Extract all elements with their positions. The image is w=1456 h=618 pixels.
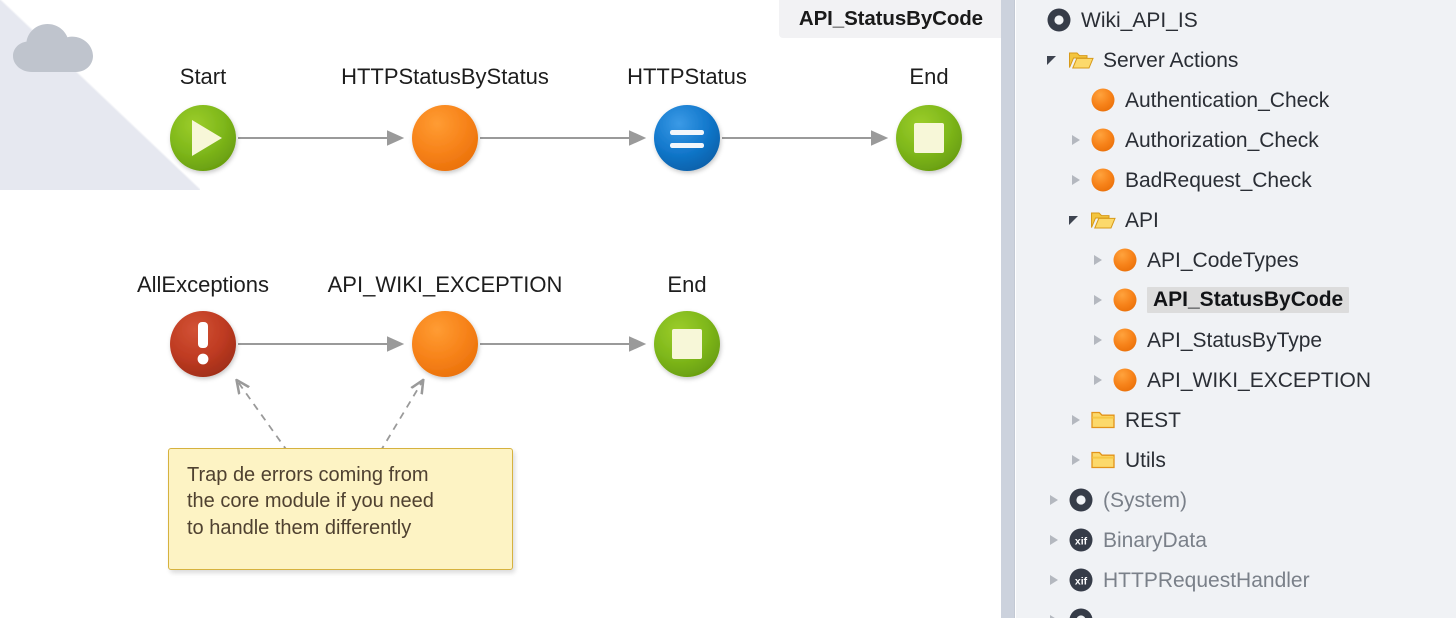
tree-item-httprequesthandler[interactable]: xif HTTPRequestHandler: [1016, 560, 1456, 600]
server-action-icon: [1112, 247, 1138, 273]
twisty-collapsed-icon[interactable]: [1090, 372, 1106, 388]
node-label-httpstatusbystatus: HTTPStatusByStatus: [341, 64, 549, 89]
tree-item-label: Authorization_Check: [1125, 128, 1319, 152]
node-label-allexceptions: AllExceptions: [136, 272, 270, 297]
folder-closed-icon: [1090, 407, 1116, 433]
twisty-collapsed-icon[interactable]: [1068, 452, 1084, 468]
tree-item-label: Utils: [1125, 448, 1166, 472]
annotation-note-text: Trap de errors coming from the core modu…: [187, 464, 434, 539]
tree-item-label: API_CodeTypes: [1147, 248, 1299, 272]
twisty-collapsed-icon[interactable]: [1068, 172, 1084, 188]
tree-item-label: API_StatusByType: [1147, 328, 1323, 352]
twisty-spacer: [1024, 12, 1040, 28]
folder-closed-icon: [1090, 447, 1116, 473]
tree-item-label: API: [1125, 208, 1159, 232]
tree-item-label: HTTPRequestHandler: [1103, 568, 1310, 592]
tree-item-api-wiki-exception[interactable]: API_WIKI_EXCEPTION: [1016, 360, 1456, 400]
tree-item-label: BadRequest_Check: [1125, 168, 1312, 192]
node-label-api-wiki-exception: API_WIKI_EXCEPTION: [327, 272, 563, 297]
module-ring-icon: [1068, 487, 1094, 513]
twisty-collapsed-icon[interactable]: [1090, 292, 1106, 308]
tree-item-authentication-check[interactable]: Authentication_Check: [1016, 80, 1456, 120]
server-action-icon: [1112, 287, 1138, 313]
tree-item-api-statusbytype[interactable]: API_StatusByType: [1016, 320, 1456, 360]
twisty-collapsed-icon[interactable]: [1046, 612, 1062, 618]
tree-item-label: REST: [1125, 408, 1182, 432]
xif-icon: xif: [1068, 527, 1094, 553]
node-label-end-main: End: [909, 64, 949, 89]
tree-item-authorization-check[interactable]: Authorization_Check: [1016, 120, 1456, 160]
node-label-start: Start: [179, 64, 227, 89]
tree-item-utils[interactable]: Utils: [1016, 440, 1456, 480]
svg-text:xif: xif: [1075, 576, 1088, 588]
editor-tab-active[interactable]: API_StatusByCode: [778, 0, 1001, 38]
twisty-collapsed-icon[interactable]: [1068, 412, 1084, 428]
node-allexceptions[interactable]: [170, 311, 236, 377]
twisty-collapsed-icon[interactable]: [1046, 532, 1062, 548]
server-action-icon: [1090, 87, 1116, 113]
tree-item--system-[interactable]: (System): [1016, 480, 1456, 520]
cloud-icon: [13, 24, 93, 72]
server-action-icon: [1112, 327, 1138, 353]
node-end-main[interactable]: [896, 105, 962, 171]
tree-item-api[interactable]: API: [1016, 200, 1456, 240]
tree-item-badrequest-check[interactable]: BadRequest_Check: [1016, 160, 1456, 200]
editor-tab-label: API_StatusByCode: [798, 7, 983, 30]
node-end-exception[interactable]: [654, 311, 720, 377]
tree-item-label: API_WIKI_EXCEPTION: [1147, 368, 1372, 392]
twisty-collapsed-icon[interactable]: [1068, 132, 1084, 148]
twisty-collapsed-icon[interactable]: [1046, 492, 1062, 508]
xif-icon: xif: [1068, 567, 1094, 593]
twisty-collapsed-icon[interactable]: [1090, 332, 1106, 348]
tree-item-binarydata[interactable]: xif BinaryData: [1016, 520, 1456, 560]
tree-item-label: API_StatusByCode: [1147, 287, 1350, 313]
node-api-wiki-exception[interactable]: [412, 311, 478, 377]
annotation-note[interactable]: Trap de errors coming from the core modu…: [168, 448, 513, 570]
server-action-icon: [1090, 127, 1116, 153]
node-httpstatusbystatus[interactable]: [412, 105, 478, 171]
note-connector-right: [379, 382, 422, 453]
note-connector-left: [238, 382, 289, 453]
flow-canvas[interactable]: Start HTTPStatusByStatus HTTPStatus End …: [0, 0, 1001, 618]
flow-graph: [170, 105, 962, 453]
node-start[interactable]: [170, 105, 236, 171]
server-action-icon: [1090, 167, 1116, 193]
tree-item-api-codetypes[interactable]: API_CodeTypes: [1016, 240, 1456, 280]
twisty-spacer: [1068, 92, 1084, 108]
server-action-icon: [1112, 367, 1138, 393]
twisty-expanded-icon[interactable]: [1046, 52, 1062, 68]
module-ring-icon: [1068, 607, 1094, 618]
node-label-httpstatus: HTTPStatus: [627, 64, 747, 89]
node-label-end-exception: End: [667, 272, 707, 297]
twisty-collapsed-icon[interactable]: [1046, 572, 1062, 588]
module-ring-icon: [1046, 7, 1072, 33]
tree-item-partial[interactable]: [1016, 600, 1456, 618]
tree-item-label: Authentication_Check: [1125, 88, 1330, 112]
tree-item-label: BinaryData: [1103, 528, 1207, 552]
tree-item-label: Server Actions: [1103, 48, 1239, 72]
twisty-expanded-icon[interactable]: [1068, 212, 1084, 228]
twisty-collapsed-icon[interactable]: [1090, 252, 1106, 268]
tree-item-rest[interactable]: REST: [1016, 400, 1456, 440]
panel-splitter[interactable]: [1001, 0, 1015, 618]
tree-item-api-statusbycode[interactable]: API_StatusByCode: [1016, 280, 1456, 320]
tree-item-label: (System): [1103, 488, 1187, 512]
node-httpstatus[interactable]: [654, 105, 720, 171]
tree-item-wiki-api-is[interactable]: Wiki_API_IS: [1016, 0, 1456, 40]
tree-item-label: Wiki_API_IS: [1081, 8, 1198, 32]
svg-text:xif: xif: [1075, 536, 1088, 548]
folder-open-icon: [1090, 207, 1116, 233]
folder-open-icon: [1068, 47, 1094, 73]
tree-item-server-actions[interactable]: Server Actions: [1016, 40, 1456, 80]
